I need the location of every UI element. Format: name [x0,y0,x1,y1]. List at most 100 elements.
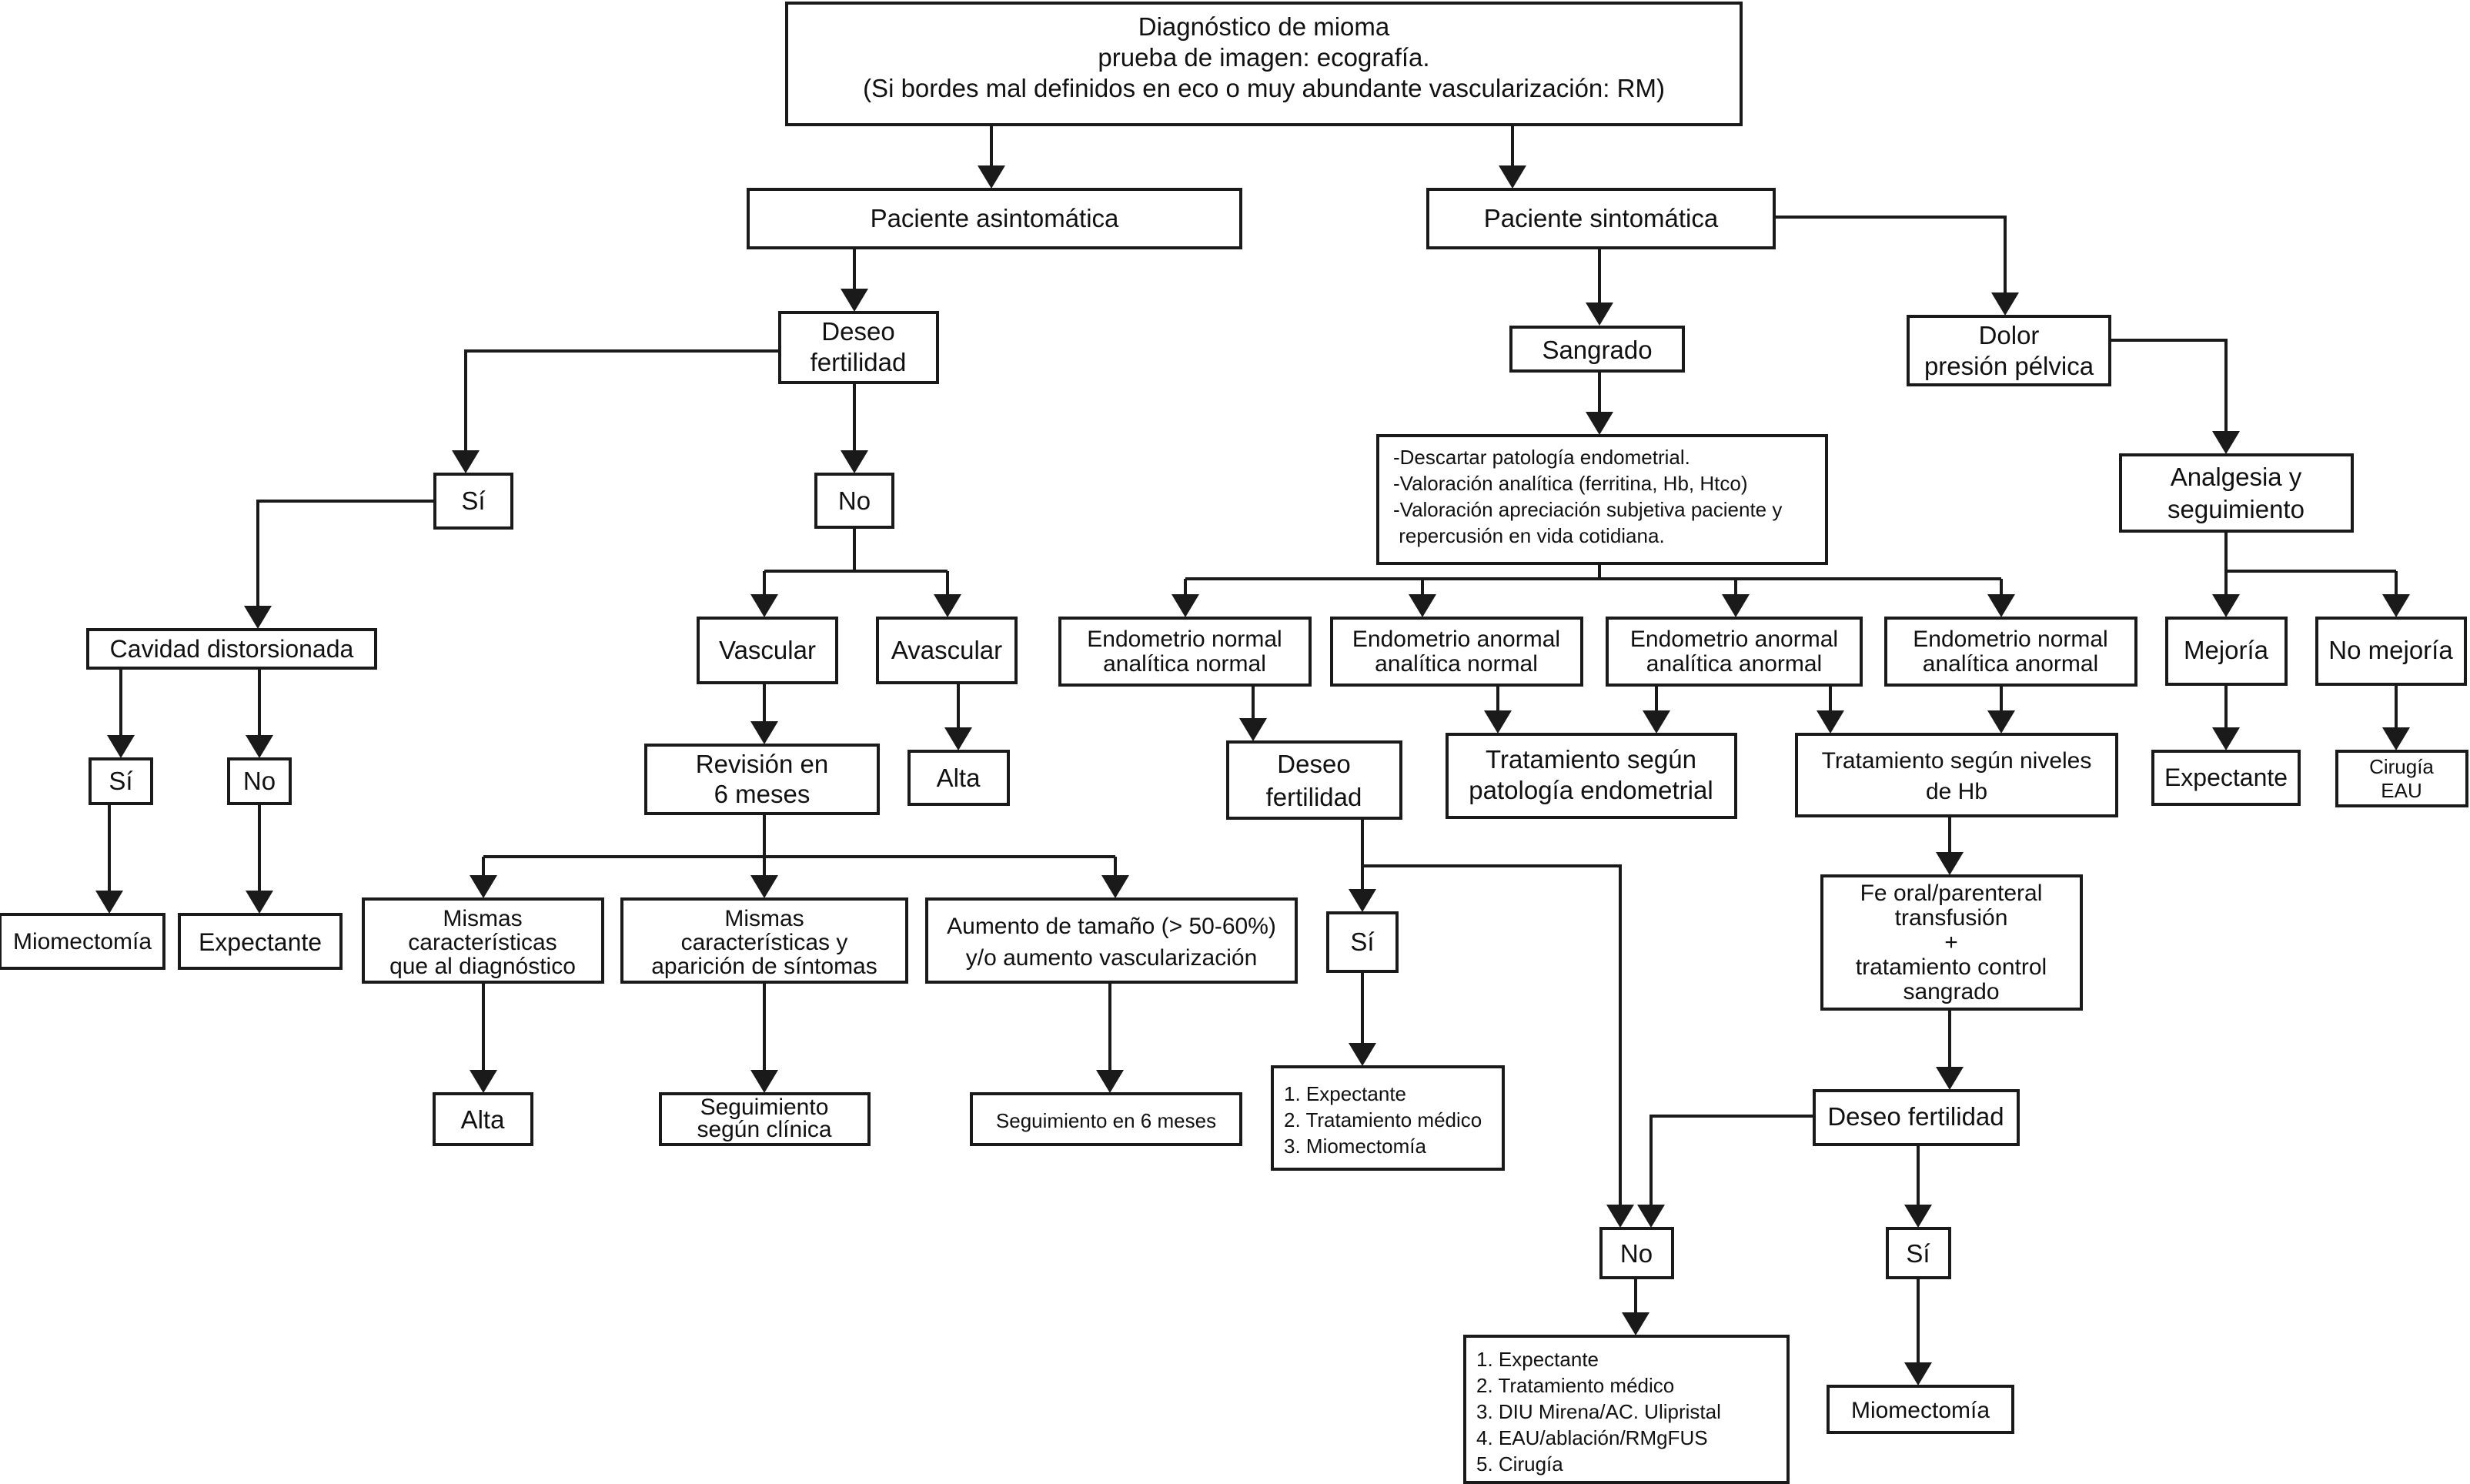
mismas2-line-3: aparición de síntomas [651,954,877,979]
mismas-sintomas-node: Mismas características y aparición de sí… [620,897,908,984]
no-label: No [838,486,871,515]
connector-valoracion-split [1184,563,2003,594]
no-option-1: 1. Expectante [1476,1348,1599,1371]
arrowhead [978,165,1005,189]
root-line-1: Diagnóstico de mioma [1138,12,1390,41]
arrowhead [1622,1312,1649,1335]
connector-analgesia-split [2224,531,2398,594]
arrowhead [1409,594,1436,617]
aumento-line-2: y/o aumento vascularización [966,945,1258,971]
arrowhead [95,891,123,914]
arrowhead [934,594,961,617]
arrowhead [1936,1067,1964,1090]
valoracion-line-4: repercusión en vida cotidiana. [1393,524,1665,547]
arrowhead [2382,594,2410,617]
no-options-node: 1. Expectante 2. Tratamiento médico 3. D… [1463,1335,1790,1484]
cirugia-line-2: EAU [2381,779,2422,802]
si-options-node: 1. Expectante 2. Tratamiento médico 3. M… [1271,1065,1505,1171]
asintomatica-node: Paciente asintomática [747,188,1242,249]
sintomatica-node: Paciente sintomática [1426,188,1776,249]
bottom-no-node: No [1599,1227,1674,1279]
mejoria-node: Mejoría [2165,617,2288,686]
dolor-expectante-node: Expectante [2151,750,2301,806]
bottom-si-label: Sí [1906,1239,1930,1268]
aumento-node: Aumento de tamaño (> 50-60%) y/o aumento… [925,897,1298,984]
endo-anormal-anormal-node: Endometrio anormal analítica anormal [1606,617,1863,687]
valoracion-line-3: -Valoración apreciación subjetiva pacien… [1393,498,1782,521]
arrowhead [1349,1043,1376,1066]
sangrado-si-node: Sí [1326,911,1399,973]
arrowhead [1499,165,1526,189]
arrowhead [1586,412,1613,435]
endo-normal-anormal-node: Endometrio normal analítica anormal [1884,617,2137,687]
arrowhead [1349,889,1376,912]
arrowhead [2212,594,2240,617]
root-line-3: (Si bordes mal definidos en eco o muy ab… [863,74,1665,102]
seguimiento-clinica-line-2: según clínica [697,1117,831,1142]
avascular-node: Avascular [876,617,1018,684]
arrowhead [2212,727,2240,750]
no-mejoria-label: No mejoría [2328,636,2453,664]
sangrado-si-label: Sí [1350,928,1374,956]
arrowhead [244,606,272,629]
alta-bottom-label: Alta [461,1105,506,1134]
arrowhead [1936,852,1964,875]
no-option-3: 3. DIU Mirena/AC. Ulipristal [1476,1400,1721,1423]
bottom-no-label: No [1620,1239,1653,1268]
deseo-line-2: fertilidad [811,348,907,376]
seguimiento-6meses-node: Seguimiento en 6 meses [970,1092,1242,1146]
arrowhead [1096,1070,1124,1093]
arrowhead [1643,710,1670,734]
tratamiento-hb-line-1: Tratamiento según niveles [1822,748,2092,774]
miomectomia-node: Miomectomía [0,913,165,970]
deseo2-line-1: Deseo [1277,750,1350,778]
avascular-label: Avascular [891,636,1002,664]
alta-node: Alta [907,750,1010,806]
endo1-line-1: Endometrio normal [1087,627,1282,652]
sangrado-node: Sangrado [1509,326,1685,373]
arrowhead [944,727,972,750]
connector-si-cavidad [256,500,435,606]
endo1-line-2: analítica normal [1103,651,1266,677]
revision-line-2: 6 meses [714,780,811,808]
arrowhead [1987,594,2015,617]
bottom-si-node: Sí [1886,1227,1951,1279]
endo-normal-normal-node: Endometrio normal analítica normal [1058,617,1312,687]
arrowhead [1586,302,1613,326]
arrowhead [2382,727,2410,750]
no-node: No [814,473,894,529]
vascular-label: Vascular [719,636,816,664]
tratamiento-patologia-node: Tratamiento según patología endometrial [1446,733,1737,819]
arrowhead [1606,1205,1634,1228]
mismas2-line-1: Mismas [724,906,804,931]
miomectomia-bottom-label: Miomectomía [1851,1398,1990,1423]
miomectomia-label: Miomectomía [13,929,152,954]
cavidad-node: Cavidad distorsionada [86,628,377,670]
fe-line-5: sangrado [1903,979,1999,1004]
tratamiento-hb-node: Tratamiento según niveles de Hb [1795,733,2118,817]
cavidad-si-label: Sí [109,767,132,795]
fe-line-1: Fe oral/parenteral [1860,881,2043,906]
mismas2-line-2: características y [681,930,848,955]
arrowhead [841,450,868,473]
arrowhead [750,1070,778,1093]
valoracion-node: -Descartar patología endometrial. -Valor… [1376,434,1828,565]
arrowhead [452,450,480,473]
si-node: Sí [433,473,513,530]
root-node: Diagnóstico de mioma prueba de imagen: e… [785,2,1743,126]
aumento-line-1: Aumento de tamaño (> 50-60%) [947,914,1276,939]
arrowhead [246,891,273,914]
cavidad-label: Cavidad distorsionada [110,635,354,663]
cavidad-no-node: No [227,757,292,805]
tratamiento-patologia-line-2: patología endometrial [1469,776,1713,804]
alta-bottom-node: Alta [433,1092,533,1146]
arrowhead [1239,718,1267,741]
deseo2-line-2: fertilidad [1266,783,1362,811]
connector-no-split [763,527,949,594]
arrowhead [1101,875,1129,898]
fe-line-3: + [1944,930,1958,955]
arrowhead [1484,710,1512,734]
deseo-fertilidad-bottom-node: Deseo fertilidad [1813,1089,2020,1146]
valoracion-line-2: -Valoración analítica (ferritina, Hb, Ht… [1393,472,1747,495]
analgesia-line-2: seguimiento [2168,495,2305,523]
